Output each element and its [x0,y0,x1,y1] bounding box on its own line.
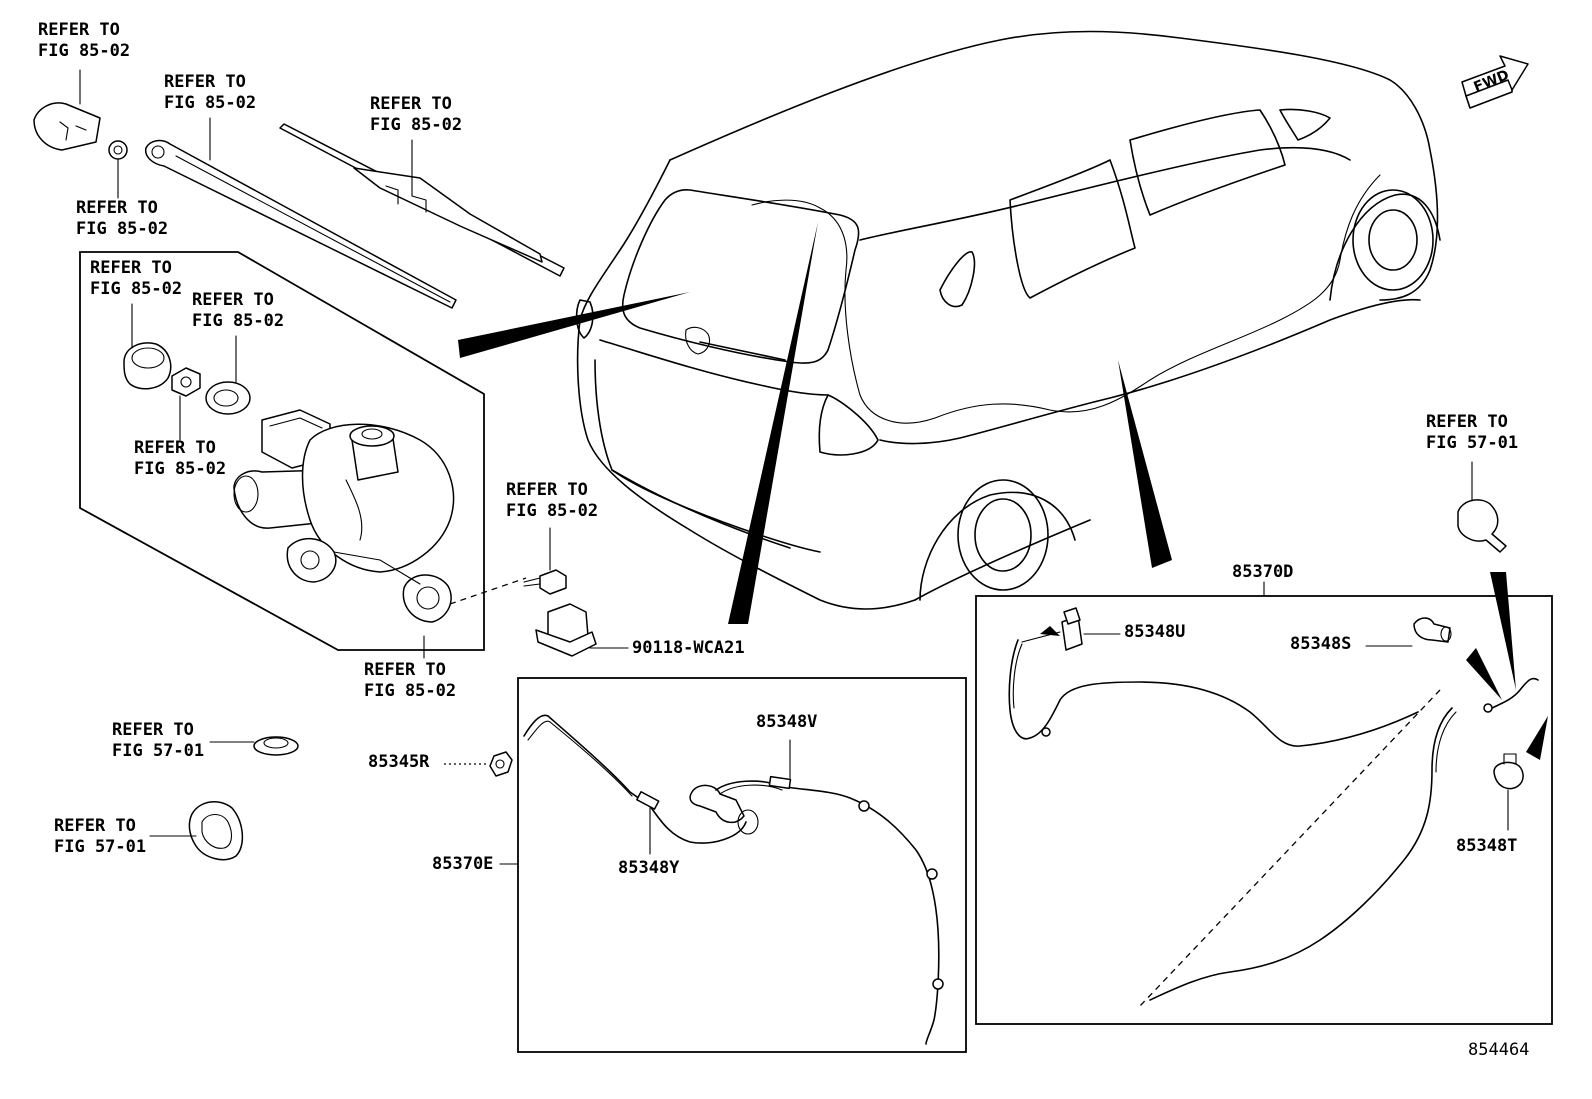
pivot-cap-drawing [123,303,172,390]
hose-e-frame [517,677,967,1053]
diagram-id: 854464 [1468,1040,1530,1060]
leader-grommet-right [1490,572,1516,690]
wiper-nut-drawing [108,140,128,199]
label-line: REFER TO [1426,412,1508,432]
label-line: FIG 85-02 [134,459,227,479]
part-number-joint-u: 85348U [1124,622,1186,642]
part-number-joint-s: 85348S [1290,634,1352,654]
part-number-clamp: 90118-WCA21 [632,638,745,658]
part-number-hose-e: 85370E [432,854,494,874]
label-line: FIG 85-02 [370,115,463,135]
clamp-drawing [535,603,629,657]
leader-hatch-glass [458,292,690,358]
pivot-seal-drawing [205,335,251,415]
part-number-hose-d: 85370D [1232,562,1294,582]
label-line: FIG 57-01 [54,837,147,857]
wiper-motor-drawing [233,409,455,623]
label-grommet-right: REFER TO FIG 57-01 [1426,412,1518,454]
label-line: FIG 85-02 [192,311,285,331]
wiper-arm-drawing [144,117,457,309]
label-wiper-arm: REFER TO FIG 85-02 [164,72,256,114]
label-motor-assy: REFER TO FIG 85-02 [364,660,456,702]
label-line: REFER TO [38,20,120,40]
label-grommet-small: REFER TO FIG 57-01 [112,720,204,762]
label-wiper-nut: REFER TO FIG 85-02 [76,198,168,240]
label-line: FIG 85-02 [506,501,599,521]
label-line: REFER TO [364,660,446,680]
label-line: REFER TO [192,290,274,310]
label-line: FIG 85-02 [164,93,257,113]
label-line: REFER TO [164,72,246,92]
motor-bolt-drawing [523,527,567,595]
hose-d-frame [975,595,1553,1025]
pivot-nut-drawing [171,367,201,441]
label-line: FIG 85-02 [76,219,169,239]
label-pivot-nut: REFER TO FIG 85-02 [134,438,226,480]
wiper-blade-drawing [279,123,565,277]
label-wiper-cap: REFER TO FIG 85-02 [38,20,130,62]
label-line: REFER TO [54,816,136,836]
hose-d-drawing [1008,607,1539,1007]
label-grommet-large: REFER TO FIG 57-01 [54,816,146,858]
grommet-large-drawing [149,801,244,861]
leader-hatch-wiper [728,222,818,624]
part-number-clip: 85345R [368,752,430,772]
grommet-small-drawing [209,736,299,756]
label-line: FIG 85-02 [364,681,457,701]
label-line: FIG 57-01 [112,741,205,761]
leader-joint-t [1526,716,1548,760]
wiper-cap-drawing [33,102,101,151]
label-line: FIG 57-01 [1426,433,1519,453]
label-line: REFER TO [76,198,158,218]
label-line: REFER TO [506,480,588,500]
clip-drawing [444,751,513,777]
part-number-joint-y: 85348Y [618,858,680,878]
label-line: REFER TO [112,720,194,740]
label-line: REFER TO [370,94,452,114]
label-wiper-blade: REFER TO FIG 85-02 [370,94,462,136]
label-line: FIG 85-02 [38,41,131,61]
label-line: FIG 85-02 [90,279,183,299]
vehicle-outline [575,30,1441,610]
part-number-joint-v: 85348V [756,712,818,732]
label-pivot-seal: REFER TO FIG 85-02 [192,290,284,332]
leader-hose-d [1118,360,1172,568]
grommet-right-drawing [1457,461,1507,553]
motor-group-frame [79,251,485,651]
label-line: REFER TO [134,438,216,458]
label-line: REFER TO [90,258,172,278]
label-motor-bolt: REFER TO FIG 85-02 [506,480,598,522]
hose-e-drawing [499,714,944,1045]
leader-joint-s [1466,648,1502,700]
fwd-arrow-icon [1461,55,1529,109]
part-number-joint-t: 85348T [1456,836,1518,856]
label-pivot-cap: REFER TO FIG 85-02 [90,258,182,300]
